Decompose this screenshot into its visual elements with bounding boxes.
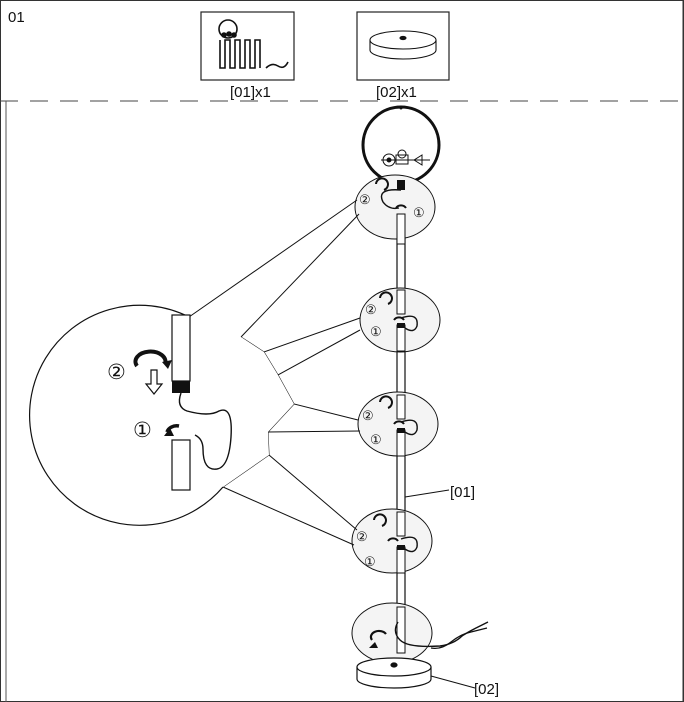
- marker-two: ②: [356, 529, 368, 544]
- callout-pole: [01]: [450, 484, 475, 501]
- marker-two: ②: [359, 192, 371, 207]
- base-plate: [356, 657, 432, 689]
- marker-two: ②: [107, 361, 126, 384]
- marker-one: ①: [370, 432, 382, 447]
- zoomed-joint-detail: ② ①: [28, 199, 361, 546]
- callout-leader-pole: [404, 489, 450, 498]
- marker-one: ①: [364, 554, 376, 569]
- marker-two: ②: [362, 408, 374, 423]
- joint-detail-4: ② ①: [351, 508, 433, 574]
- marker-two: ②: [365, 302, 377, 317]
- joint-detail-3: ② ①: [357, 391, 439, 457]
- step-number: 01: [8, 9, 25, 26]
- part-box-01: [200, 11, 295, 81]
- lamp-pole-with-coiled-cable-icon: [218, 19, 289, 69]
- marker-one: ①: [370, 324, 382, 339]
- part-label-01: [01]x1: [230, 84, 271, 101]
- power-cord: [430, 627, 488, 650]
- callout-base: [02]: [474, 681, 499, 698]
- marker-one: ①: [413, 205, 425, 220]
- callout-leader-base: [430, 675, 476, 689]
- marker-one: ①: [133, 419, 152, 442]
- part-box-02: [356, 11, 450, 81]
- joint-detail-1: ② ①: [354, 174, 436, 245]
- lamp-socket-icon: [381, 149, 430, 167]
- part-label-02: [02]x1: [376, 84, 417, 101]
- base-detail: [351, 602, 489, 664]
- round-base-plate-icon: [369, 30, 437, 60]
- joint-detail-2: ② ①: [359, 287, 441, 353]
